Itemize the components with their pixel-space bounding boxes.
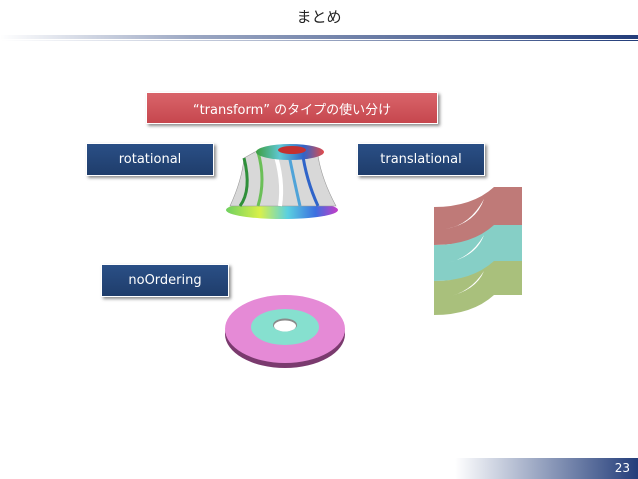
rotational-label-text: rotational bbox=[118, 152, 182, 167]
blade-cascade-icon bbox=[434, 187, 522, 315]
title-rule bbox=[0, 35, 638, 39]
transform-heading-box: “transform” のタイプの使い分け bbox=[146, 92, 438, 124]
translational-label: translational bbox=[357, 143, 485, 176]
noordering-label-text: noOrdering bbox=[128, 273, 202, 288]
footer-bar bbox=[455, 458, 638, 479]
impeller-icon bbox=[226, 144, 338, 219]
rotational-label: rotational bbox=[86, 143, 214, 176]
noordering-label: noOrdering bbox=[101, 264, 229, 297]
slide-title: まとめ bbox=[296, 8, 342, 26]
transform-heading-text: “transform” のタイプの使い分け bbox=[192, 102, 392, 118]
title-rule-thin bbox=[0, 40, 638, 41]
translational-label-text: translational bbox=[380, 152, 462, 167]
disk-icon bbox=[225, 295, 345, 368]
page-number: 23 bbox=[614, 461, 630, 475]
